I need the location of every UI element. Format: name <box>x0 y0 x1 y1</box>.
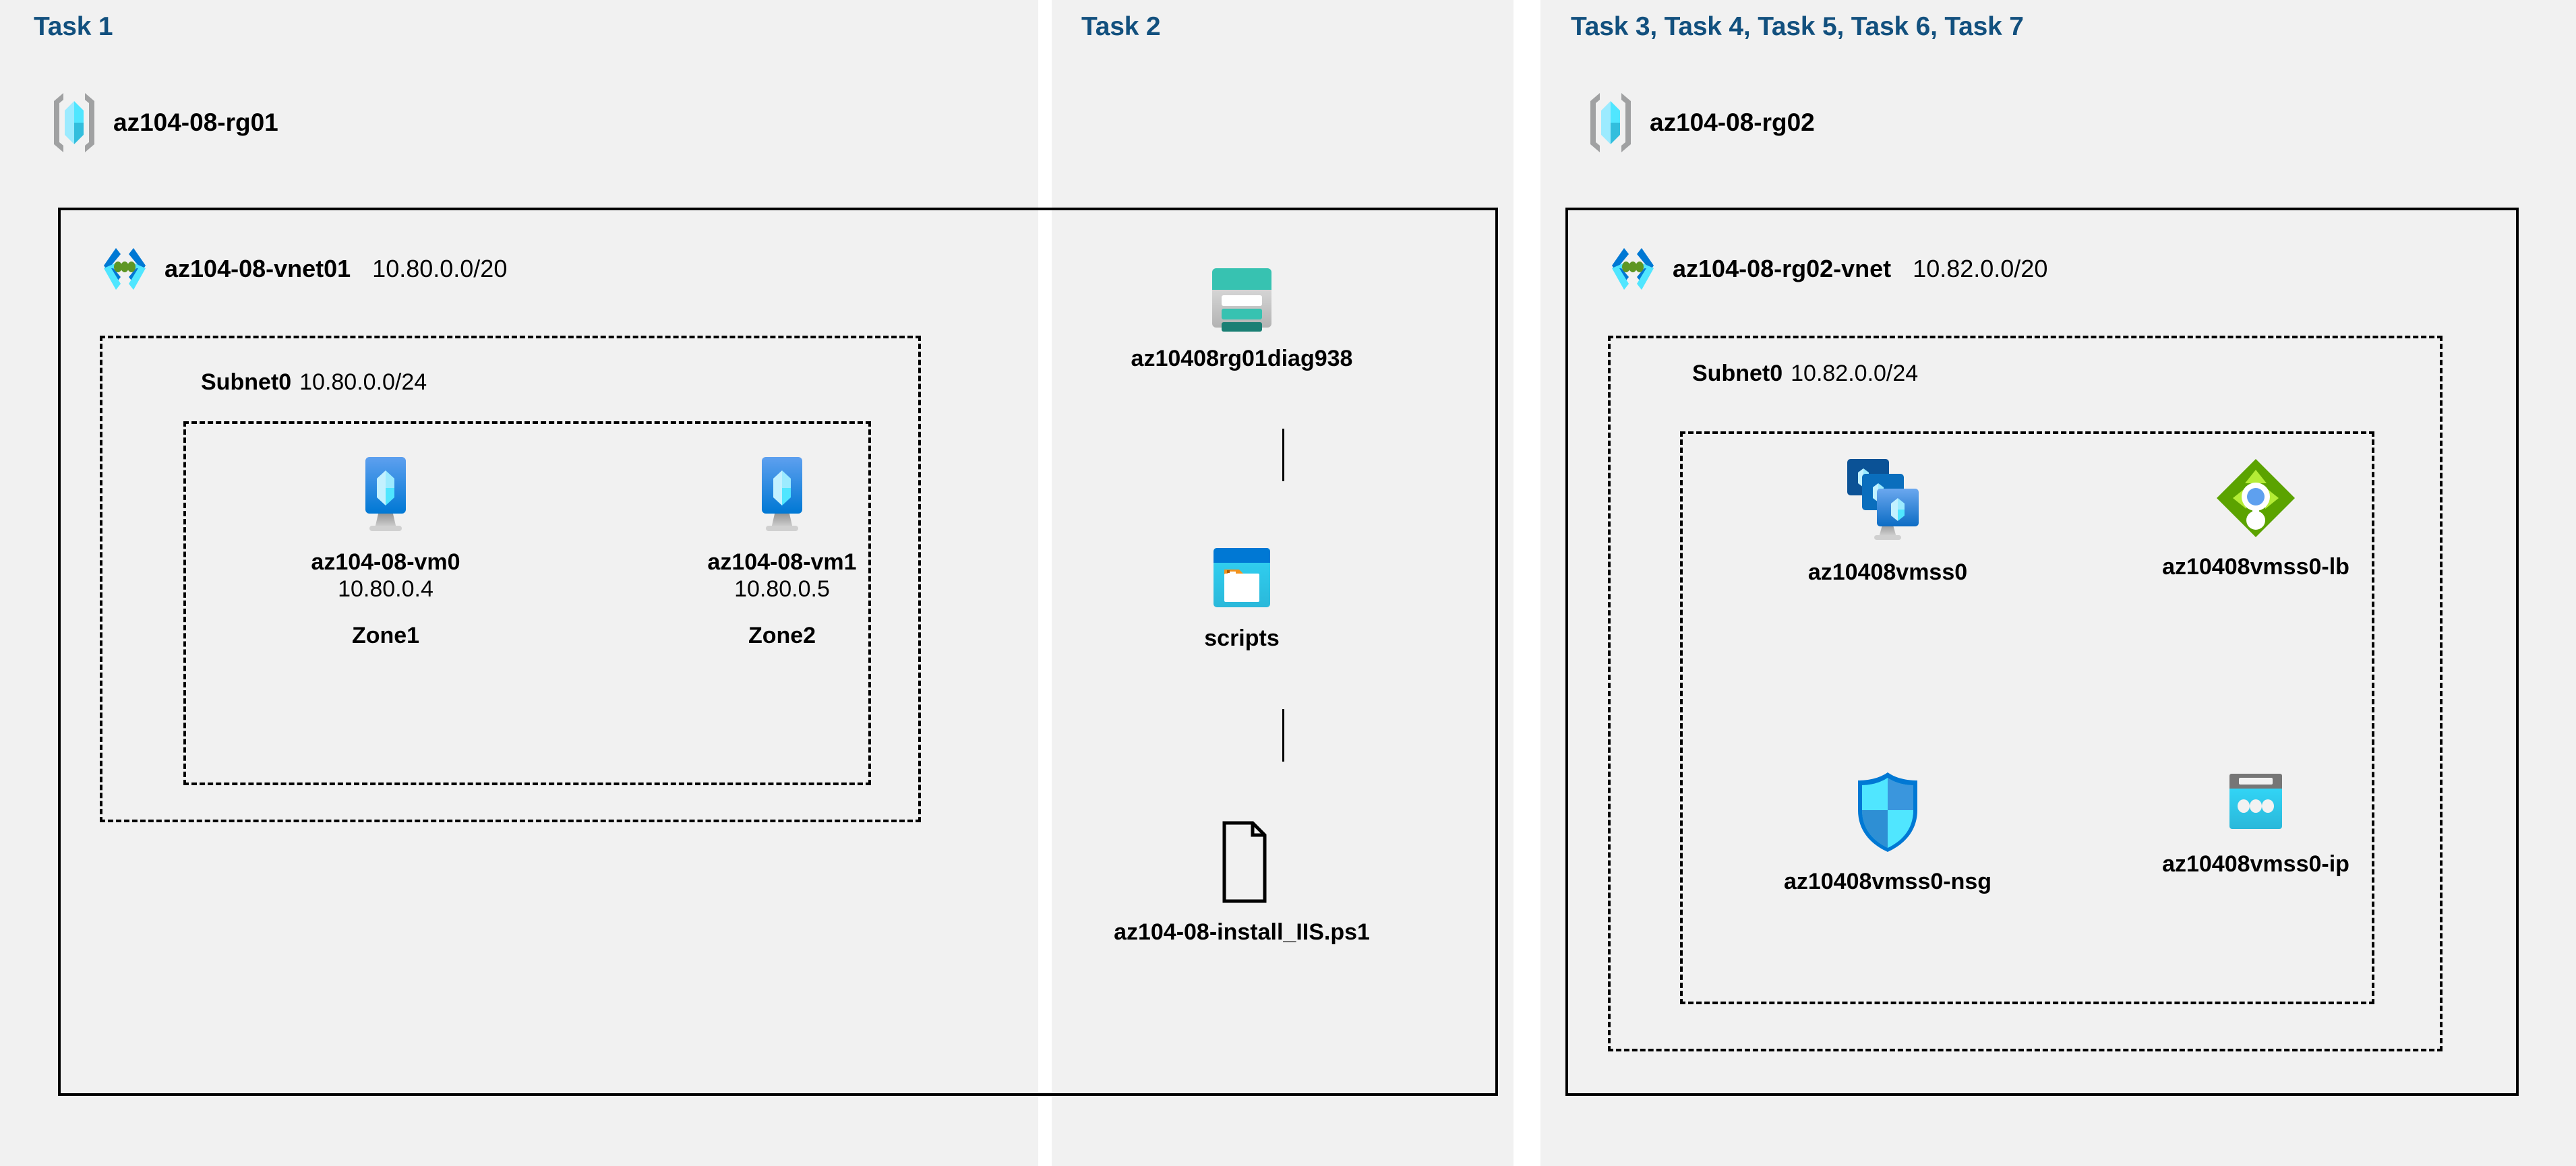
vm-scale-set-name: az10408vmss0 <box>1807 559 1968 585</box>
public-ip-address-node: az10408vmss0-ip <box>2148 768 2364 878</box>
vm-scale-set-icon <box>1842 455 1934 547</box>
vnet-02-boundary <box>1565 208 2519 1096</box>
vm1-zone: Zone2 <box>748 623 816 649</box>
task-1-heading: Task 1 <box>34 12 113 41</box>
network-security-group-icon <box>1850 768 1925 856</box>
storage-account-name: az10408rg01diag938 <box>1131 346 1353 371</box>
vm0-name: az104-08-vm0 <box>311 549 460 575</box>
subnet-01-cidr: 10.80.0.0/24 <box>299 369 427 395</box>
task-3-to-7-heading: Task 3, Task 4, Task 5, Task 6, Task 7 <box>1571 12 2024 41</box>
public-ip-address-icon <box>2218 768 2294 838</box>
subnet-01-name: Subnet0 <box>201 369 292 395</box>
resource-group-01-label: az104-08-rg01 <box>113 109 278 136</box>
vnet-01-name: az104-08-vnet01 <box>164 255 351 282</box>
vm0-zone: Zone1 <box>351 623 420 649</box>
virtual-machine-icon <box>349 453 422 536</box>
storage-account-icon <box>1207 263 1277 333</box>
resource-group-icon <box>50 90 98 155</box>
resource-group-02-row: az104-08-rg02 <box>1586 90 1815 155</box>
vnet-02-name: az104-08-rg02-vnet <box>1673 255 1892 282</box>
panel-task-3-to-7 <box>1540 0 2576 1166</box>
resource-group-01-row: az104-08-rg01 <box>50 90 278 155</box>
virtual-machine-vm1: az104-08-vm1 10.80.0.5 Zone2 <box>674 453 890 649</box>
public-ip-address-name: az10408vmss0-ip <box>2162 851 2349 877</box>
load-balancer-node: az10408vmss0-lb <box>2148 455 2364 580</box>
load-balancer-name: az10408vmss0-lb <box>2162 554 2349 580</box>
connector-storage-to-scripts <box>1282 429 1284 481</box>
network-security-group-name: az10408vmss0-nsg <box>1783 869 1992 894</box>
resource-group-icon <box>1586 90 1635 155</box>
connector-scripts-to-file <box>1282 709 1284 762</box>
subnet-02-cidr: 10.82.0.0/24 <box>1791 361 1919 386</box>
vm0-ip-address: 10.80.0.4 <box>338 576 433 603</box>
blob-container-name: scripts <box>1204 625 1280 651</box>
load-balancer-icon <box>2213 455 2299 541</box>
vm1-ip-address: 10.80.0.5 <box>734 576 830 603</box>
network-security-group-node: az10408vmss0-nsg <box>1780 768 1996 895</box>
vnet-01-row: az104-08-vnet01 10.80.0.0/20 <box>98 243 507 295</box>
resource-group-02-label: az104-08-rg02 <box>1650 109 1815 136</box>
subnet-01-label: Subnet0 10.80.0.0/24 <box>201 369 427 396</box>
task-2-heading: Task 2 <box>1081 12 1161 41</box>
vm-scale-set-node: az10408vmss0 <box>1780 455 1996 586</box>
vnet-02-cidr: 10.82.0.0/20 <box>1913 255 2048 282</box>
vmss-resource-cluster <box>1680 431 2374 1004</box>
powershell-file-name: az104-08-install_IIS.ps1 <box>1114 919 1370 945</box>
blob-container-node: scripts <box>1134 543 1350 652</box>
virtual-network-icon <box>98 243 151 295</box>
virtual-machine-vm0: az104-08-vm0 10.80.0.4 Zone1 <box>278 453 493 649</box>
subnet-02-boundary <box>1608 336 2443 1051</box>
panel-task-2 <box>1052 0 1514 1166</box>
powershell-file-node: az104-08-install_IIS.ps1 <box>1114 819 1370 946</box>
vnet-02-row: az104-08-rg02-vnet 10.82.0.0/20 <box>1607 243 2047 295</box>
virtual-network-icon <box>1607 243 1659 295</box>
storage-account-node: az10408rg01diag938 <box>1131 263 1353 372</box>
vm1-name: az104-08-vm1 <box>707 549 857 575</box>
blob-container-icon <box>1207 543 1277 613</box>
panel-task-1 <box>0 0 1038 1166</box>
subnet-02-label: Subnet0 10.82.0.0/24 <box>1692 361 1918 387</box>
vnet-01-cidr: 10.80.0.0/20 <box>372 255 508 282</box>
subnet-02-name: Subnet0 <box>1692 361 1783 386</box>
virtual-machine-icon <box>746 453 818 536</box>
subnet-01-boundary <box>100 336 921 822</box>
vnet-01-boundary <box>58 208 1498 1096</box>
file-document-icon <box>1207 819 1277 907</box>
availability-zone-cluster <box>183 421 871 785</box>
